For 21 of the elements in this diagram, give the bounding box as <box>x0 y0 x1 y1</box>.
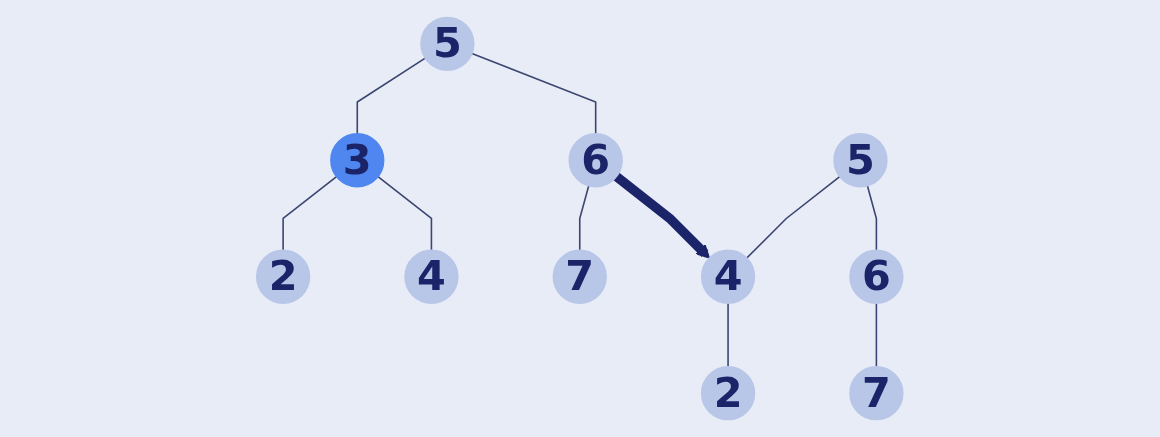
connector <box>866 184 878 252</box>
node-circle: 6 <box>849 249 904 304</box>
node-circle: 3 <box>330 133 385 188</box>
node-circle: 2 <box>256 249 311 304</box>
connector <box>471 52 597 135</box>
node-circle: 2 <box>701 366 756 421</box>
connector <box>875 302 878 368</box>
node-circle: 5 <box>833 133 888 188</box>
node-circle: 4 <box>404 249 459 304</box>
node-circle: 6 <box>568 133 624 188</box>
arrow <box>613 172 711 259</box>
node-circle: 5 <box>420 16 475 71</box>
connector <box>356 57 427 135</box>
connector <box>282 175 338 252</box>
node-circle: 4 <box>701 249 756 304</box>
connector <box>579 184 590 252</box>
node-circle: 7 <box>849 366 904 421</box>
connector <box>727 302 730 368</box>
node-circle: 7 <box>552 249 608 304</box>
connector <box>377 175 433 252</box>
connector <box>746 175 841 259</box>
